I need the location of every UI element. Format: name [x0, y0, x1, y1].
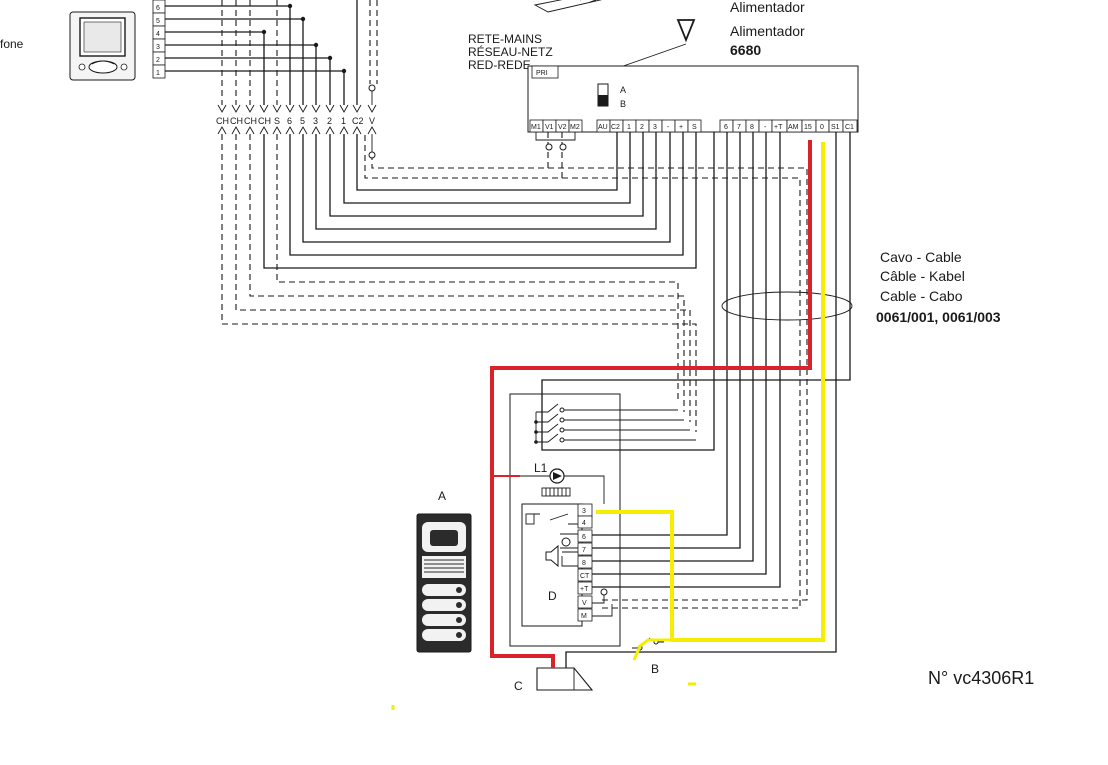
- distributor-terminal-ch4: CH: [258, 116, 271, 126]
- monitor-terminal-strip: 6 5 4 3 2 1: [152, 0, 166, 79]
- mains-label-3: RED-REDE: [468, 58, 531, 72]
- supply-terminal-s1: S1: [831, 124, 840, 131]
- monitor-terminal-1: 1: [156, 70, 160, 77]
- module-terminal-8: 8: [582, 560, 586, 567]
- supply-terminal-c1: C1: [845, 124, 854, 131]
- lamp-label: L1: [534, 461, 548, 475]
- distributor-terminal-s: S: [274, 116, 280, 126]
- supply-terminal-1: 1: [627, 124, 631, 131]
- switch-label-a: A: [620, 85, 626, 95]
- distributor-terminal-6: 6: [287, 116, 292, 126]
- distributor-terminal-ch3: CH: [244, 116, 257, 126]
- module-terminal-7: 7: [582, 547, 586, 554]
- supply-terminal-8: 8: [750, 124, 754, 131]
- cable-label-1: Cavo - Cable: [880, 249, 962, 265]
- supply-terminal-v2: V2: [558, 124, 567, 131]
- mains-block: [533, 0, 602, 13]
- supply-terminal-au: AU: [598, 124, 608, 131]
- distributor-terminal-v: V: [369, 116, 375, 126]
- door-panel-icon: [416, 513, 472, 653]
- module-terminal-ct: CT: [580, 573, 590, 580]
- supply-terminal-v1: V1: [545, 124, 554, 131]
- supply-terminal-6: 6: [724, 124, 728, 131]
- module-terminal-plus-t: +T: [580, 586, 589, 593]
- module-terminal-6: 6: [582, 534, 586, 541]
- distributor-terminal-2: 2: [327, 116, 332, 126]
- supply-pri-label: PRI: [536, 70, 548, 77]
- supply-terminal-am: AM: [788, 124, 799, 131]
- distributor-terminal-ch2: CH: [230, 116, 243, 126]
- supply-terminal-plus-t: +T: [774, 124, 783, 131]
- mains-label-2: RÉSEAU-NETZ: [468, 44, 553, 59]
- cable-label-2: Câble - Kabel: [880, 268, 965, 284]
- distributor-supply-wires: [221, 132, 697, 432]
- cable-bundle: [541, 132, 853, 664]
- monitor-partial-label: fone: [0, 37, 24, 51]
- monitor-terminal-4: 4: [156, 31, 160, 38]
- supply-terminal-s: S: [692, 124, 697, 131]
- module-terminal-m: M: [581, 613, 587, 620]
- distributor-terminal-5: 5: [300, 116, 305, 126]
- supply-terminal-c2: C2: [611, 124, 620, 131]
- supply-terminal-m1: M1: [531, 124, 541, 131]
- monitor-wires: [165, 0, 378, 105]
- red-wire: [490, 140, 812, 668]
- supply-terminal-plus: +: [679, 124, 683, 131]
- cable-label-3: Cable - Cabo: [880, 288, 963, 304]
- supply-terminal-3: 3: [653, 124, 657, 131]
- module-terminal-4: 4: [582, 520, 586, 527]
- monitor-terminal-6: 6: [156, 5, 160, 12]
- monitor-terminal-3: 3: [156, 44, 160, 51]
- supply-name-1: Alimentador: [730, 0, 805, 15]
- monitor-icon: [69, 11, 136, 81]
- lock-label: C: [514, 679, 523, 693]
- supply-terminal-minus-right: -: [764, 124, 767, 131]
- supply-terminal-2: 2: [640, 124, 644, 131]
- supply-terminal-minus: -: [667, 124, 670, 131]
- module-terminal-3: 3: [582, 508, 586, 515]
- diagram-reference: N° vc4306R1: [928, 668, 1034, 688]
- power-supply-unit: PRI A B M1 V1 V2 M2 AU C2 1 2 3 - + S: [527, 65, 859, 133]
- yellow-wire: [391, 142, 825, 710]
- panel-label: A: [438, 489, 446, 503]
- switch-label-b: B: [620, 99, 626, 109]
- mains-label-1: RETE-MAINS: [468, 32, 542, 46]
- door-station-enclosure: L1 D 3 4 6 7 8 CT +T V M: [509, 132, 715, 647]
- distributor-terminal-c2: C2: [352, 116, 364, 126]
- supply-terminal-m2: M2: [570, 124, 580, 131]
- cable-codes: 0061/001, 0061/003: [876, 309, 1001, 325]
- distributor-row: CH CH CH CH S 6 5 3 2 1 C2 V: [216, 104, 377, 135]
- supply-name-2: Alimentador: [730, 23, 805, 39]
- distributor-terminal-1: 1: [341, 116, 346, 126]
- supply-terminal-7: 7: [737, 124, 741, 131]
- monitor-terminal-5: 5: [156, 18, 160, 25]
- supply-terminal-15: 15: [804, 124, 812, 131]
- distributor-terminal-3: 3: [313, 116, 318, 126]
- lock-icon: [536, 667, 594, 691]
- module-terminal-v: V: [582, 600, 587, 607]
- module-label: D: [548, 589, 557, 603]
- button-label: B: [651, 662, 659, 676]
- monitor-terminal-2: 2: [156, 57, 160, 64]
- supply-code: 6680: [730, 42, 761, 58]
- supply-terminal-0: 0: [820, 124, 824, 131]
- distributor-terminal-ch1: CH: [216, 116, 229, 126]
